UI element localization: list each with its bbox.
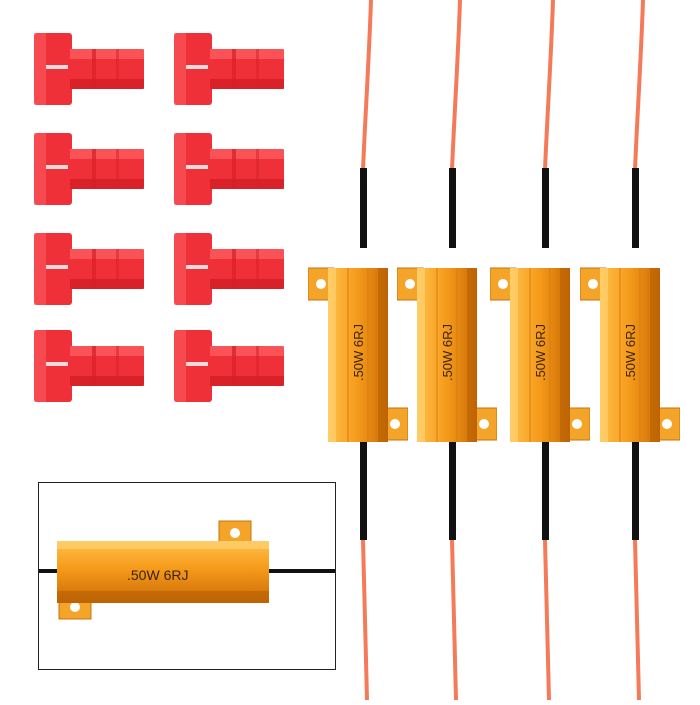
load-resistor-icon: .50W 6RJ xyxy=(579,0,681,701)
resistor-label: .50W 6RJ xyxy=(440,323,456,382)
resistor-closeup-icon xyxy=(39,520,335,620)
load-resistor-icon: .50W 6RJ xyxy=(396,0,498,701)
scotchlok-connector-icon xyxy=(30,133,146,205)
scotchlok-connector-icon xyxy=(30,330,146,402)
resistor-closeup-inset: .50W 6RJ xyxy=(38,482,336,670)
scotchlok-connector-icon xyxy=(170,133,286,205)
scotchlok-connector-icon xyxy=(170,33,286,105)
closeup-resistor-label: .50W 6RJ xyxy=(127,567,189,583)
scotchlok-connector-icon xyxy=(30,233,146,305)
load-resistor-icon: .50W 6RJ xyxy=(307,0,409,701)
scotchlok-connector-icon xyxy=(30,33,146,105)
resistor-label: .50W 6RJ xyxy=(623,323,639,382)
load-resistor-icon: .50W 6RJ xyxy=(489,0,591,701)
scotchlok-connector-icon xyxy=(170,330,286,402)
scotchlok-connector-icon xyxy=(170,233,286,305)
resistor-label: .50W 6RJ xyxy=(533,323,549,382)
resistor-label: .50W 6RJ xyxy=(351,323,367,382)
